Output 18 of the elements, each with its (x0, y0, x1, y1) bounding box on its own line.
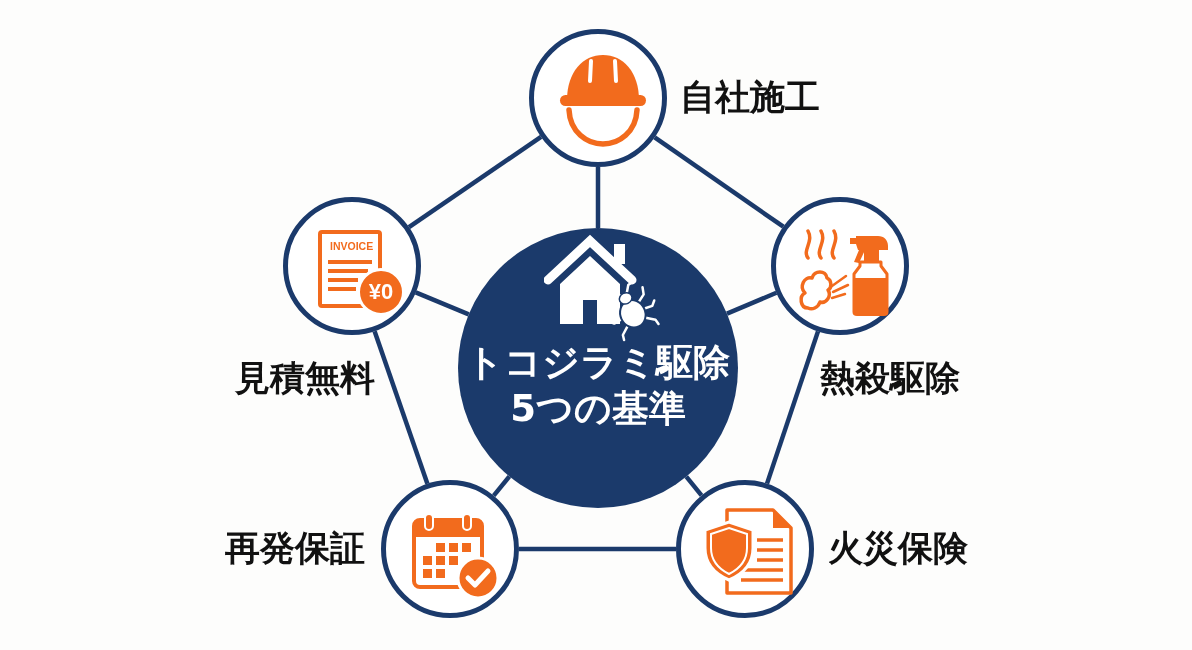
feature-label: 再発保証 (225, 527, 365, 569)
feature-label: 熱殺駆除 (820, 357, 960, 399)
connector-line (372, 330, 430, 485)
connector-line (764, 330, 821, 485)
document-heading: INVOICE (330, 240, 374, 253)
price-badge: ¥0 (357, 268, 405, 316)
connector-line (519, 546, 676, 552)
connector-line (414, 290, 470, 317)
connector-line (726, 290, 778, 316)
connector-line (684, 475, 704, 497)
connector-line (595, 167, 601, 228)
connector-line (491, 474, 512, 498)
connector-line (407, 135, 543, 229)
title-text: トコジラミ駆除5つの基準 (465, 340, 731, 432)
feature-label: 火災保険 (828, 527, 968, 569)
feature-label: 見積無料 (235, 357, 375, 399)
feature-label: 自社施工 (680, 76, 820, 118)
connector-line (653, 135, 785, 229)
